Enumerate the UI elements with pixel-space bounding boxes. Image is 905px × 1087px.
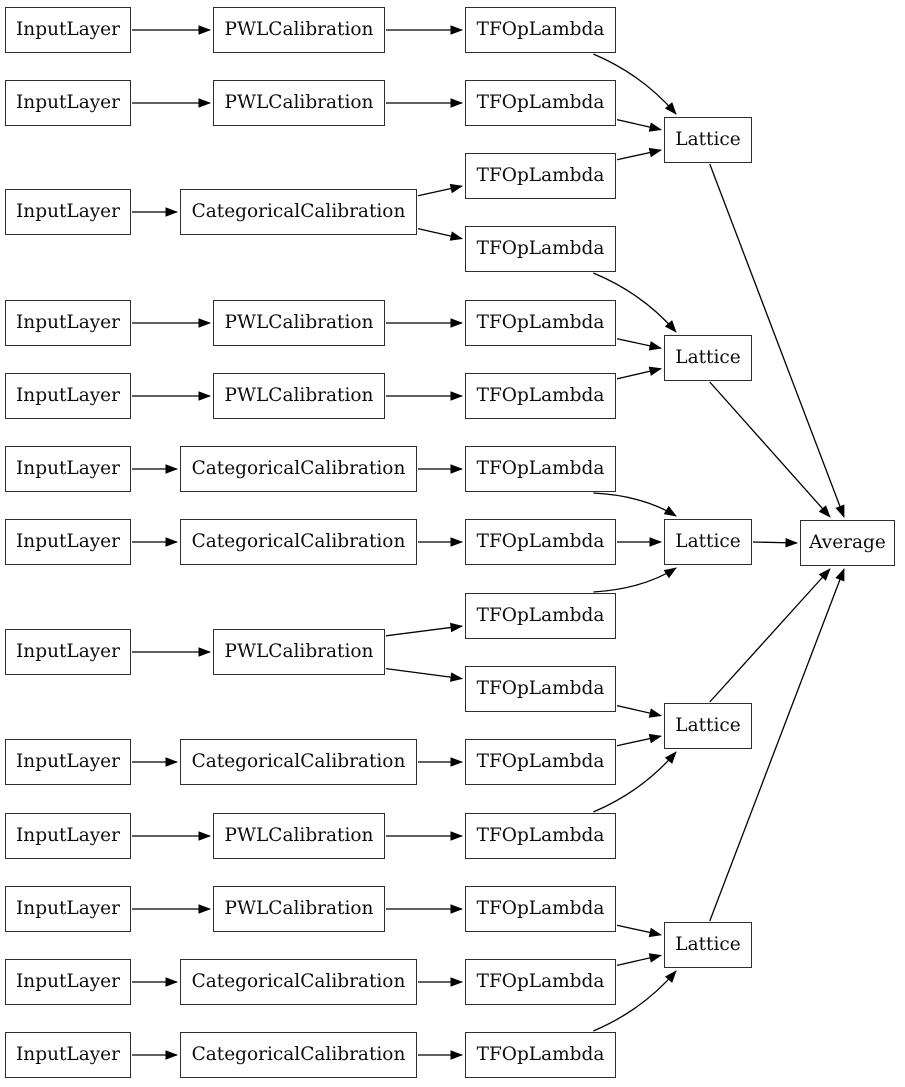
tfoplambda-node: TFOpLambda: [465, 959, 616, 1005]
tfoplambda-node: TFOpLambda: [465, 446, 616, 492]
edge-tfop_6-to-lattice_2: [616, 366, 662, 380]
tfoplambda-node: TFOpLambda: [465, 80, 616, 126]
edge-lattice_2-to-average: [709, 381, 831, 518]
pwlcalibration-node: PWLCalibration: [213, 629, 385, 675]
categoricalcalibration-node: CategoricalCalibration: [180, 519, 417, 565]
inputlayer-node: InputLayer: [5, 739, 131, 785]
tfoplambda-node: TFOpLambda: [465, 593, 616, 639]
inputlayer-node: InputLayer: [5, 629, 131, 675]
categoricalcalibration-node: CategoricalCalibration: [180, 446, 417, 492]
inputlayer-node: InputLayer: [5, 80, 131, 126]
pwlcalibration-node: PWLCalibration: [213, 373, 385, 419]
edge-tfop_11-to-lattice_4: [616, 733, 662, 747]
edge-tfop_10-to-lattice_4: [616, 705, 662, 718]
edge-cat_1-to-tfop_3: [417, 183, 463, 197]
edge-tfop_7-to-lattice_3: [593, 492, 677, 517]
lattice-node: Lattice: [664, 703, 752, 749]
inputlayer-node: InputLayer: [5, 813, 131, 859]
inputlayer-node: InputLayer: [5, 446, 131, 492]
lattice-node: Lattice: [664, 519, 752, 565]
inputlayer-node: InputLayer: [5, 7, 131, 53]
tfoplambda-node: TFOpLambda: [465, 226, 616, 272]
edge-tfop_2-to-lattice_1: [616, 119, 662, 132]
edge-lattice_3-to-average: [752, 537, 798, 548]
tfoplambda-node: TFOpLambda: [465, 739, 616, 785]
edge-tfop_13-to-lattice_5: [616, 924, 662, 938]
edge-tfop_5-to-lattice_2: [616, 338, 662, 351]
pwlcalibration-node: PWLCalibration: [213, 886, 385, 932]
inputlayer-node: InputLayer: [5, 1032, 131, 1078]
inputlayer-node: InputLayer: [5, 519, 131, 565]
lattice-node: Lattice: [664, 117, 752, 163]
lattice-node: Lattice: [664, 335, 752, 381]
pwlcalibration-node: PWLCalibration: [213, 80, 385, 126]
inputlayer-node: InputLayer: [5, 959, 131, 1005]
tfoplambda-node: TFOpLambda: [465, 300, 616, 346]
tfoplambda-node: TFOpLambda: [465, 7, 616, 53]
tfoplambda-node: TFOpLambda: [465, 886, 616, 932]
tfoplambda-node: TFOpLambda: [465, 153, 616, 199]
edge-cat_1-to-tfop_4: [417, 228, 463, 241]
edge-tfop_3-to-lattice_1: [616, 147, 662, 161]
edge-tfop_14-to-lattice_5: [616, 953, 662, 966]
tfoplambda-node: TFOpLambda: [465, 1032, 616, 1078]
edge-lattice_4-to-average: [709, 568, 831, 703]
inputlayer-node: InputLayer: [5, 300, 131, 346]
pwlcalibration-node: PWLCalibration: [213, 813, 385, 859]
categoricalcalibration-node: CategoricalCalibration: [180, 1032, 417, 1078]
edge-tfop_9-to-lattice_3: [593, 567, 677, 593]
tfoplambda-node: TFOpLambda: [465, 519, 616, 565]
pwlcalibration-node: PWLCalibration: [213, 300, 385, 346]
inputlayer-node: InputLayer: [5, 189, 131, 235]
tfoplambda-node: TFOpLambda: [465, 373, 616, 419]
categoricalcalibration-node: CategoricalCalibration: [180, 959, 417, 1005]
inputlayer-node: InputLayer: [5, 886, 131, 932]
categoricalcalibration-node: CategoricalCalibration: [180, 739, 417, 785]
average-node: Average: [800, 520, 895, 566]
edge-pwl_5-to-tfop_9: [385, 622, 463, 637]
pwlcalibration-node: PWLCalibration: [213, 7, 385, 53]
tfoplambda-node: TFOpLambda: [465, 813, 616, 859]
tfoplambda-node: TFOpLambda: [465, 666, 616, 712]
edge-pwl_5-to-tfop_10: [385, 668, 463, 682]
categoricalcalibration-node: CategoricalCalibration: [180, 189, 417, 235]
lattice-node: Lattice: [664, 922, 752, 968]
inputlayer-node: InputLayer: [5, 373, 131, 419]
